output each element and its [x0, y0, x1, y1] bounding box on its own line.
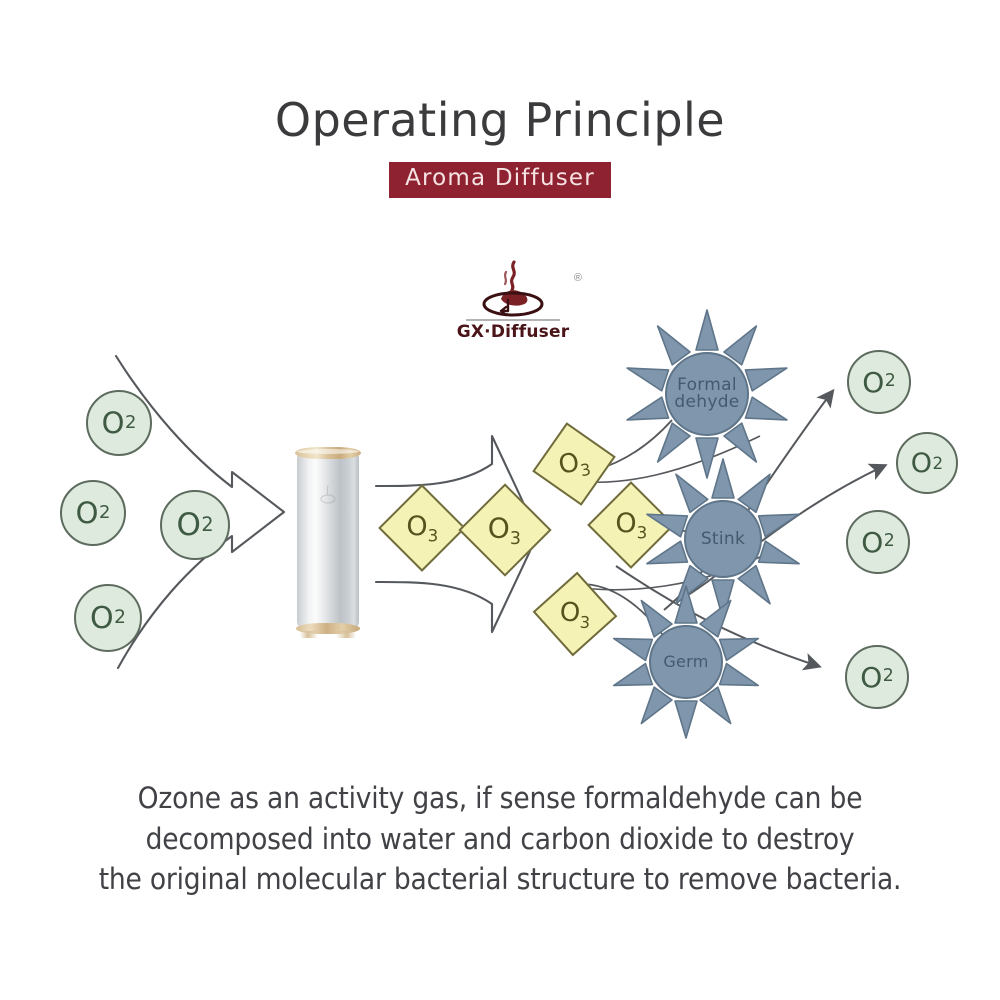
o3-inner: O3 [556, 445, 592, 482]
o3-subscript: 3 [578, 459, 593, 480]
o3-subscript: 3 [510, 529, 522, 550]
formaldehyde-spikes-icon [626, 309, 788, 479]
diffuser-logo-icon: ® [438, 258, 588, 326]
product-category-badge: Aroma Diffuser [389, 162, 611, 198]
subtitle-container: Aroma Diffuser [0, 162, 1000, 198]
o2-label: O [910, 447, 933, 479]
stink-spikes-icon [646, 458, 800, 620]
o2-subscript: 2 [114, 606, 126, 628]
o3-inner: O3 [488, 511, 522, 550]
stink-label: Stink [700, 528, 746, 549]
o2-label: O [75, 496, 99, 530]
o3-label: O [558, 597, 581, 629]
pollutant-formaldehyde: Formal dehyde [617, 304, 797, 484]
o3-inner: O3 [406, 511, 438, 546]
o2-subscript: 2 [932, 452, 944, 473]
caption-line-2: decomposed into water and carbon dioxide… [145, 821, 855, 856]
o2-subscript: 2 [201, 513, 214, 537]
o3-subscript: 3 [427, 525, 438, 546]
device-embossed-logo-icon [319, 485, 337, 507]
registered-trademark-icon: ® [573, 272, 582, 284]
o2-label: O [860, 660, 883, 694]
o3-molecule: O3 [458, 483, 552, 577]
pollutant-stink: Stink [637, 453, 809, 625]
o2-label: O [176, 507, 202, 543]
caption-line-3: the original molecular bacterial structu… [98, 862, 902, 897]
device-body [297, 452, 359, 628]
o2-label: O [101, 406, 125, 440]
o2-label: O [861, 525, 884, 559]
aroma-diffuser-device[interactable] [295, 443, 361, 638]
o3-label: O [406, 511, 428, 543]
diffuser-logo-svg [466, 260, 560, 321]
o3-subscript: 3 [579, 612, 591, 632]
o3-label: O [615, 508, 637, 540]
germ-spikes-icon [612, 585, 760, 739]
device-feet [300, 631, 356, 638]
o2-subscript: 2 [884, 371, 896, 392]
caption-line-1: Ozone as an activity gas, if sense forma… [137, 781, 863, 815]
o2-subscript: 2 [124, 412, 137, 433]
device-top-highlight [297, 449, 359, 454]
caption: Ozone as an activity gas, if sense forma… [0, 778, 1000, 900]
germ-core: Germ [649, 625, 723, 699]
stink-core: Stink [684, 500, 762, 578]
o2-label: O [862, 365, 885, 399]
o3-molecule: O3 [378, 484, 466, 572]
formaldehyde-label: Formal dehyde [674, 375, 740, 412]
o2-subscript: 2 [882, 666, 894, 687]
pollutant-germ: Germ [604, 580, 768, 744]
formaldehyde-core: Formal dehyde [665, 352, 749, 436]
brand-logo: ® GX·Diffuser [438, 258, 588, 358]
o3-inner: O3 [558, 597, 591, 632]
o2-subscript: 2 [883, 531, 895, 552]
o3-label: O [556, 447, 582, 481]
page-title: Operating Principle [274, 93, 726, 147]
o2-subscript: 2 [98, 502, 111, 523]
brand-name: GX·Diffuser [456, 322, 570, 342]
o2-label: O [90, 600, 115, 636]
header: Operating Principle Aroma Diffuser [0, 0, 1000, 198]
germ-label: Germ [663, 652, 709, 671]
o3-label: O [488, 511, 511, 545]
o3-molecule: O3 [532, 422, 616, 506]
device-bottom-rim [296, 623, 360, 634]
